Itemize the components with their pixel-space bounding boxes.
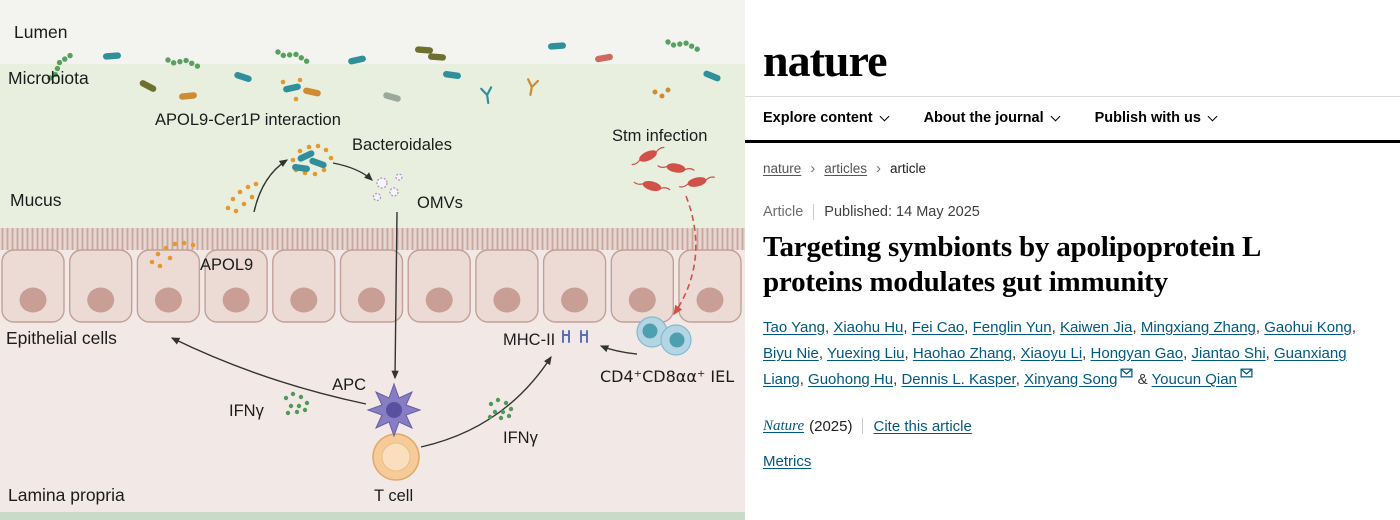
author: Xiaoyu Li, bbox=[1020, 345, 1091, 362]
article-panel: nature Explore content About the journal… bbox=[745, 0, 1400, 520]
chevron-right-icon: › bbox=[810, 160, 816, 177]
arrow-stm-to-iel bbox=[673, 195, 697, 316]
divider bbox=[813, 204, 815, 220]
author: Xiaohu Hu, bbox=[833, 318, 912, 336]
label-apol9-cer1p: APOL9-Cer1P interaction bbox=[155, 111, 341, 129]
arrow-tcell-to-mhc2 bbox=[420, 355, 552, 448]
ifn-gamma-dots-left bbox=[283, 391, 310, 416]
published-date: Published: 14 May 2025 bbox=[824, 204, 980, 220]
breadcrumb-articles[interactable]: articles bbox=[824, 161, 868, 176]
divider bbox=[862, 418, 864, 434]
ifn-gamma-dots-right bbox=[487, 397, 514, 421]
author: Jiantao Shi, bbox=[1191, 345, 1274, 362]
label-lumen: Lumen bbox=[14, 22, 68, 42]
citation-row: Nature (2025) Cite this article bbox=[763, 418, 1360, 435]
label-omvs: OMVs bbox=[417, 194, 463, 212]
chevron-right-icon: › bbox=[876, 160, 882, 177]
label-apol9: APOL9 bbox=[200, 256, 253, 274]
email-icon[interactable] bbox=[1120, 368, 1133, 388]
apc-cell bbox=[366, 382, 422, 438]
arrow-apol9-to-bacteroidales bbox=[253, 159, 289, 213]
label-t-cell: T cell bbox=[374, 487, 413, 505]
nav-label: Publish with us bbox=[1094, 110, 1201, 126]
nav-label: Explore content bbox=[763, 110, 873, 126]
author: Gaohui Kong, bbox=[1264, 318, 1356, 336]
article-meta: Article Published: 14 May 2025 bbox=[763, 204, 1360, 220]
chevron-down-icon bbox=[1207, 111, 1218, 122]
brush-border bbox=[0, 228, 745, 250]
label-stm-infection: Stm infection bbox=[612, 127, 707, 145]
label-ifn-gamma-right: IFNγ bbox=[503, 429, 539, 447]
label-ifn-gamma-left: IFNγ bbox=[229, 402, 265, 420]
author: Kaiwen Jia, bbox=[1059, 318, 1141, 336]
breadcrumb: nature › articles › article bbox=[763, 161, 1360, 176]
arrow-iel-to-mhc2 bbox=[599, 345, 638, 355]
breadcrumb-article: article bbox=[890, 161, 927, 176]
citation-year: (2025) bbox=[809, 417, 853, 435]
figure-panel: Lumen Microbiota Mucus Epithelial cells … bbox=[0, 0, 745, 520]
author: Tao Yang, bbox=[763, 318, 834, 336]
label-mhc2: MHC-II bbox=[503, 331, 555, 349]
flow-arrows bbox=[170, 159, 638, 448]
arrow-apc-to-epithelium bbox=[170, 337, 367, 405]
nature-logo[interactable]: nature bbox=[763, 35, 888, 86]
metrics-row: Metrics bbox=[763, 453, 1360, 470]
label-iel: CD4⁺CD8αα⁺ IEL bbox=[600, 367, 734, 386]
metrics-link[interactable]: Metrics bbox=[763, 452, 812, 470]
article-content: nature › articles › article Article Publ… bbox=[745, 143, 1400, 470]
label-mucus: Mucus bbox=[10, 190, 62, 210]
journal-link[interactable]: Nature bbox=[763, 417, 805, 434]
label-microbiota: Microbiota bbox=[8, 68, 89, 88]
author: Mingxiang Zhang, bbox=[1140, 318, 1265, 336]
masthead: nature bbox=[745, 0, 1400, 96]
author: Yuexing Liu, bbox=[826, 345, 913, 362]
microbiota-shapes bbox=[44, 36, 722, 105]
author-list: Tao Yang, Xiaohu Hu, Fei Cao, Fenglin Yu… bbox=[763, 315, 1360, 394]
nav-about-the-journal[interactable]: About the journal bbox=[923, 110, 1061, 126]
cite-this-article-link[interactable]: Cite this article bbox=[873, 417, 972, 435]
label-epithelial-cells: Epithelial cells bbox=[6, 328, 117, 348]
arrow-bacteroidales-to-omvs bbox=[332, 162, 373, 181]
author: Fei Cao, bbox=[911, 318, 973, 336]
arrow-omvs-to-apc bbox=[391, 211, 399, 380]
label-apc: APC bbox=[332, 376, 366, 394]
mhc2-molecules bbox=[562, 330, 588, 343]
label-lamina-propria: Lamina propria bbox=[8, 485, 125, 505]
chevron-down-icon bbox=[879, 111, 890, 122]
author: Dennis L. Kasper, bbox=[901, 371, 1025, 389]
author: Youcun Qian bbox=[1152, 368, 1253, 388]
nav-label: About the journal bbox=[923, 110, 1044, 126]
nav-explore-content[interactable]: Explore content bbox=[763, 110, 890, 126]
epithelium bbox=[1, 249, 742, 323]
breadcrumb-nature[interactable]: nature bbox=[763, 161, 802, 176]
chevron-down-icon bbox=[1050, 111, 1061, 122]
iel-cells bbox=[636, 316, 692, 356]
nav-publish-with-us[interactable]: Publish with us bbox=[1094, 110, 1218, 126]
author: Guanxiang Liang, bbox=[763, 345, 1347, 389]
author: Guohong Hu, bbox=[808, 371, 902, 389]
author: Biyu Nie, bbox=[763, 345, 827, 362]
t-cell bbox=[372, 433, 420, 481]
apol9-dots bbox=[149, 77, 334, 269]
author: Xinyang Song & bbox=[1024, 368, 1152, 389]
omv-vesicles bbox=[372, 173, 403, 202]
email-icon[interactable] bbox=[1240, 368, 1253, 388]
page-title: Targeting symbionts by apolipoprotein L … bbox=[763, 231, 1260, 299]
author: Fenglin Yun, bbox=[972, 318, 1060, 336]
article-type: Article bbox=[763, 204, 804, 220]
author: Haohao Zhang, bbox=[912, 345, 1021, 362]
author: Hongyan Gao, bbox=[1090, 345, 1192, 362]
site-nav: Explore content About the journal Publis… bbox=[745, 96, 1400, 143]
label-bacteroidales: Bacteroidales bbox=[352, 136, 452, 154]
figure-gut-immunity: Lumen Microbiota Mucus Epithelial cells … bbox=[0, 0, 745, 520]
